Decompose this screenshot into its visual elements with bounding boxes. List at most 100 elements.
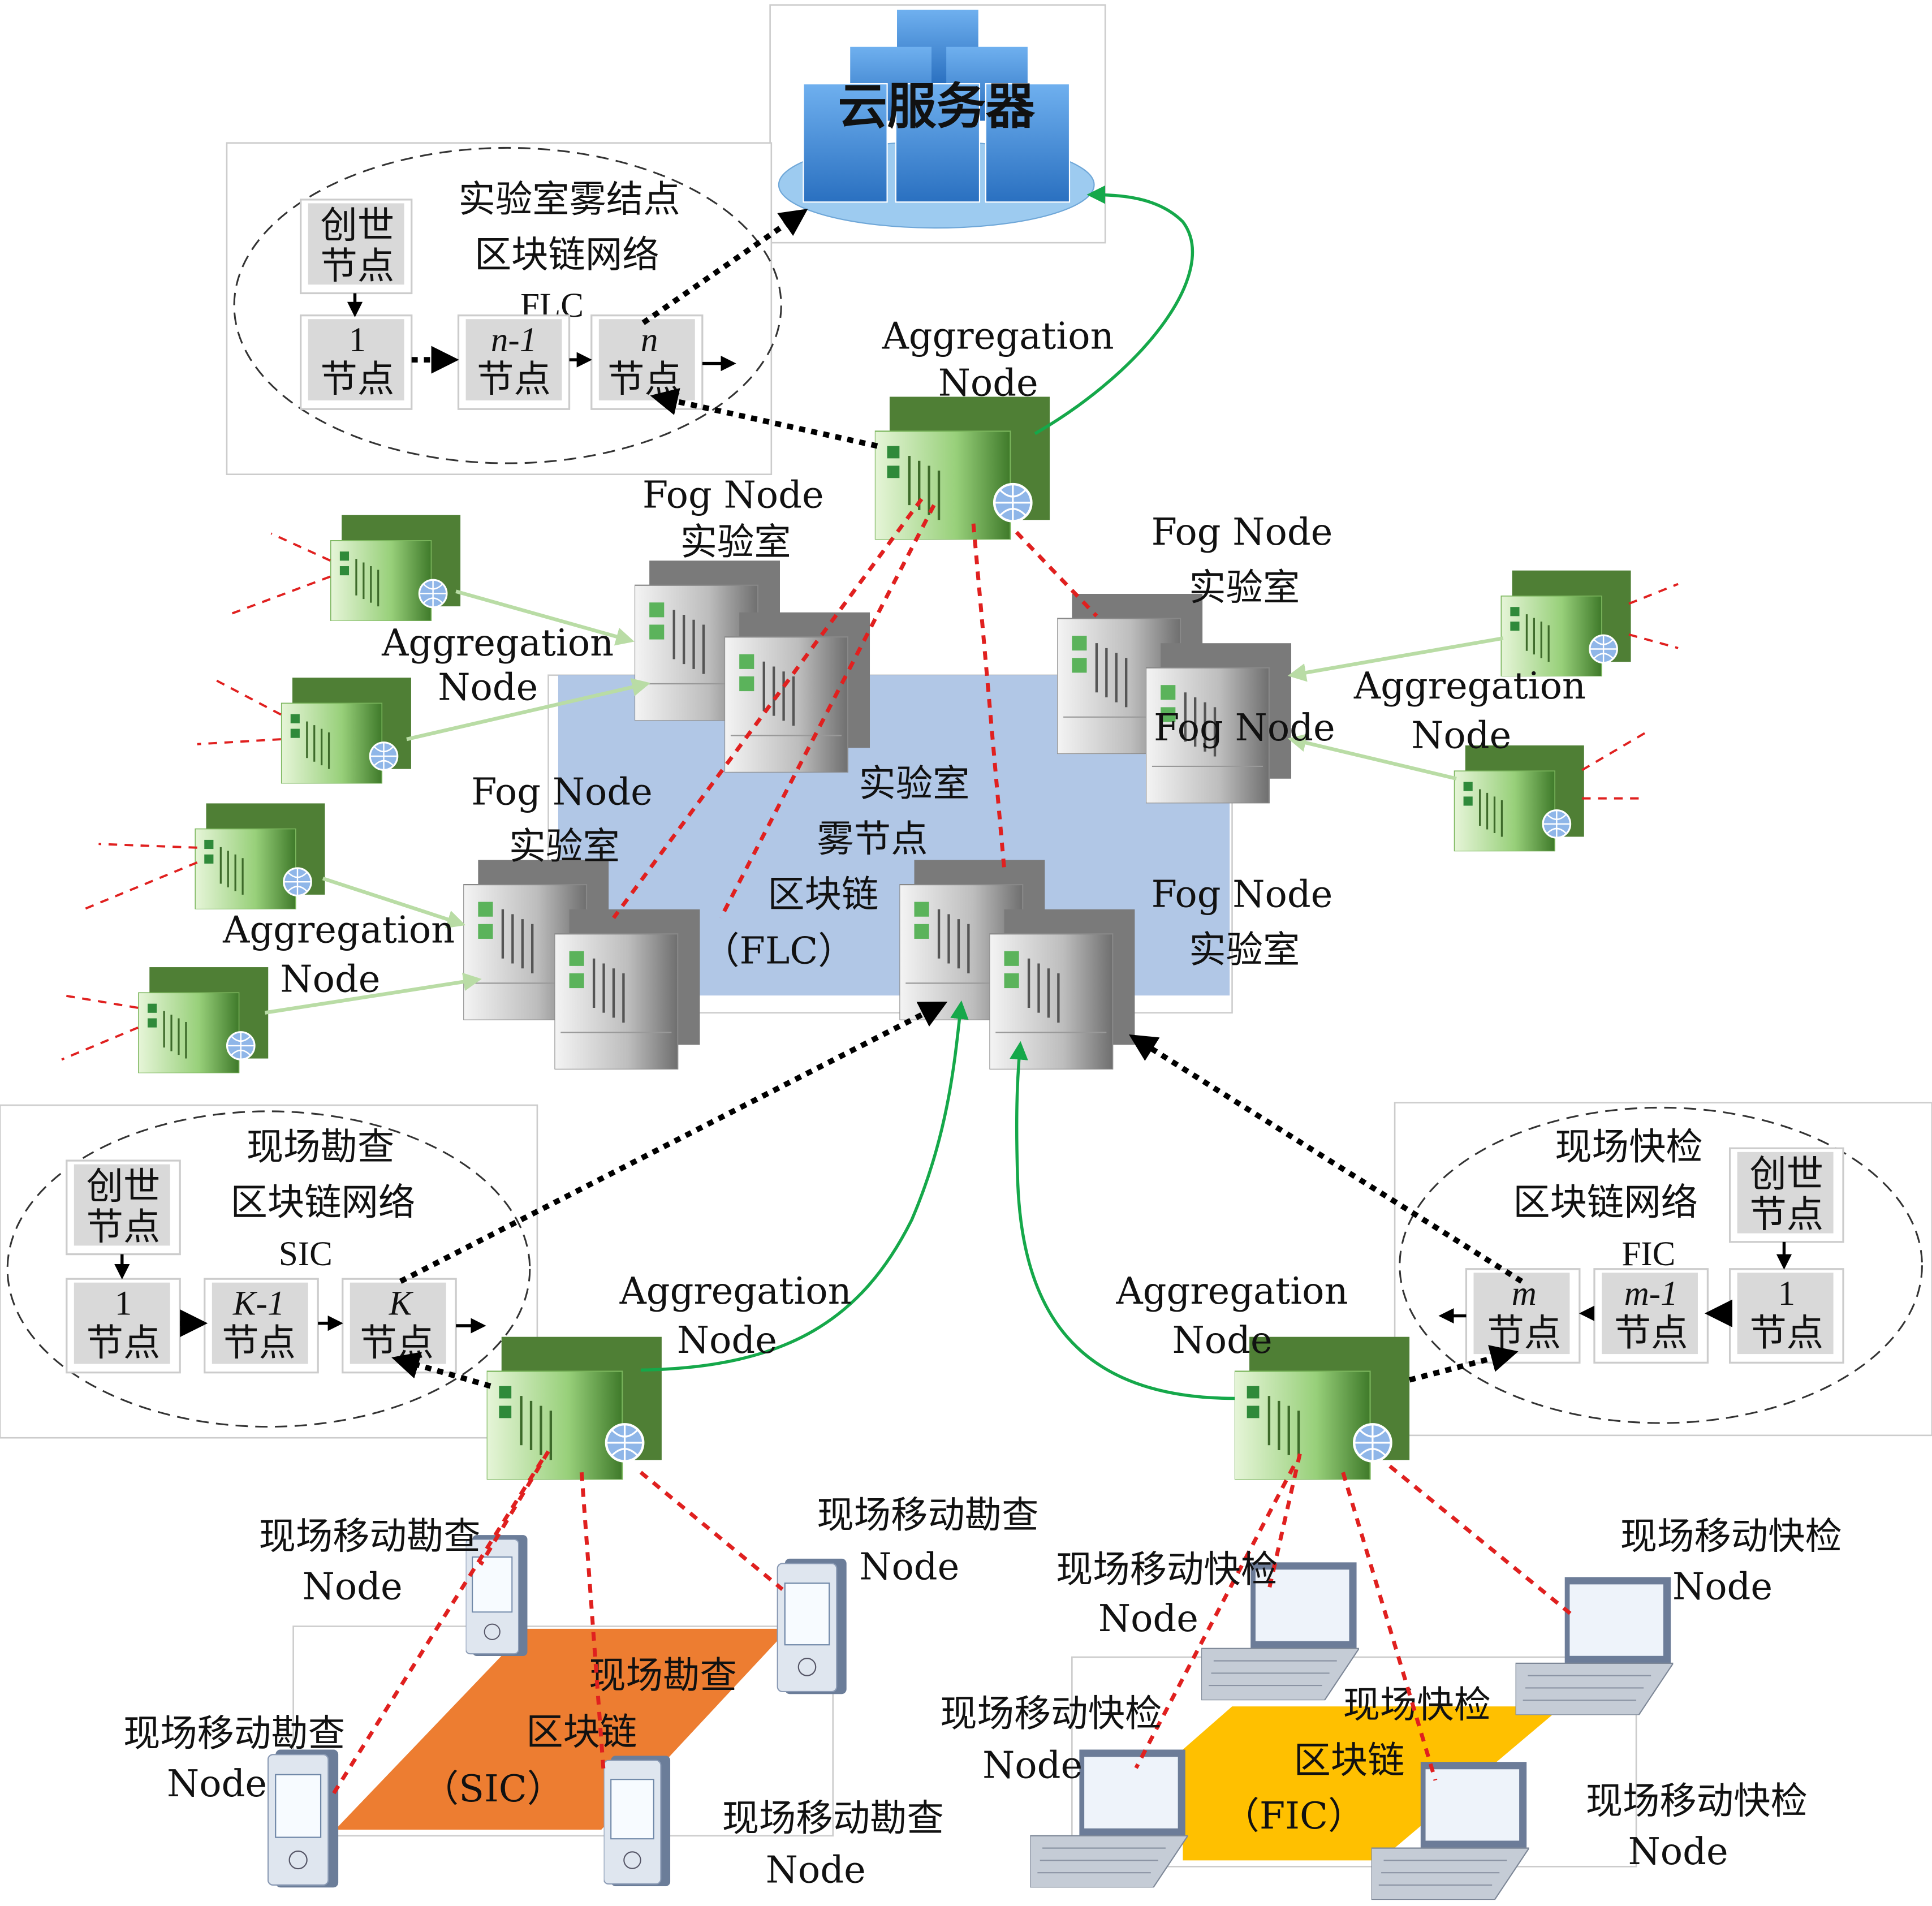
block-top: m-1 <box>1624 1275 1678 1313</box>
aggregation-node-icon[interactable] <box>281 678 412 784</box>
fic-block-m-1[interactable]: m-1节点 <box>1593 1268 1709 1364</box>
fic-chain-line-2: 区块链 <box>1293 1739 1404 1782</box>
sic-code: SIC <box>279 1235 333 1273</box>
flc-block-n[interactable]: n节点 <box>590 314 704 410</box>
block-top: 1 <box>1778 1275 1796 1313</box>
uplink-arrow <box>640 1000 969 1372</box>
block-bottom: 节点 <box>360 1321 434 1364</box>
mobile-quick-label: 现场移动快检 <box>1586 1780 1808 1823</box>
sic-block-1[interactable]: 1节点 <box>66 1278 181 1374</box>
chain-link-arrow <box>641 209 808 325</box>
node-label: Node <box>303 1566 403 1609</box>
mobile-phone-icon[interactable] <box>603 1756 671 1887</box>
block-bottom: 节点 <box>321 244 395 287</box>
lab-label: 实验室 <box>1189 928 1300 971</box>
mobile-phone-icon[interactable] <box>267 1749 339 1888</box>
mobile-survey-label: 现场移动勘查 <box>722 1797 944 1840</box>
flc-block-n-1[interactable]: n-1节点 <box>457 314 571 410</box>
mobile-phone-icon[interactable] <box>777 1558 847 1694</box>
fic-block-1[interactable]: 1节点 <box>1728 1268 1844 1364</box>
chain-link-arrow <box>1408 1345 1519 1383</box>
node-label: Node <box>1098 1597 1198 1640</box>
sic-block-k[interactable]: K节点 <box>342 1278 457 1374</box>
fic-block-m[interactable]: m节点 <box>1465 1268 1581 1364</box>
block-top: 1 <box>349 321 366 359</box>
fog-node-label: Fog Node <box>1152 873 1333 916</box>
lab-label: 实验室 <box>1189 566 1300 609</box>
node-label: Node <box>167 1762 267 1805</box>
fog-node-server-icon[interactable] <box>989 909 1135 1070</box>
uplink-arrow <box>1034 185 1194 435</box>
aggregation-label: Aggregation <box>222 908 455 951</box>
mobile-quick-label: 现场移动快检 <box>1056 1548 1278 1591</box>
server-icon <box>985 83 1071 203</box>
flc-title-2: 区块链网络 <box>475 234 659 277</box>
server-icon <box>895 83 981 203</box>
aggregation-node-icon[interactable] <box>1500 570 1632 676</box>
lab-label: 实验室 <box>509 825 620 868</box>
sic-title-2: 区块链网络 <box>231 1181 416 1224</box>
sic-chain-area: 现场勘查 区块链 （SIC） <box>292 1625 834 1837</box>
cloud-server: 云服务器 <box>769 4 1106 244</box>
cloud-label: 云服务器 <box>838 77 1035 135</box>
fog-node-server-icon[interactable] <box>554 909 700 1070</box>
fic-chain-line-3: （FIC） <box>1223 1795 1365 1838</box>
aggregation-node-icon[interactable] <box>330 515 461 621</box>
wireless-link <box>1015 531 1098 618</box>
fog-node-server-icon[interactable] <box>724 613 870 773</box>
laptop-icon[interactable] <box>1515 1577 1674 1715</box>
aggregation-node-icon[interactable] <box>1454 745 1585 852</box>
fog-node-label: Fog Node <box>471 771 653 814</box>
sic-title-1: 现场勘查 <box>247 1126 394 1168</box>
wireless-link <box>719 504 936 919</box>
node-label: Node <box>677 1319 777 1362</box>
block-bottom: 节点 <box>1614 1312 1688 1355</box>
chain-link-arrow <box>650 388 878 449</box>
fog-chain-line-4: （FLC） <box>702 930 855 973</box>
fog-node-label: Fog Node <box>642 474 824 517</box>
chain-link-arrow <box>391 1352 491 1389</box>
aggregation-node-icon[interactable] <box>875 396 1050 540</box>
node-label: Node <box>766 1849 866 1892</box>
aggregation-label: Aggregation <box>1353 665 1586 708</box>
node-label: Node <box>280 958 380 1001</box>
node-label: Node <box>938 361 1038 404</box>
block-top: n <box>641 321 658 359</box>
fog-node-label: Fog Node <box>1152 511 1333 554</box>
sic-chain-line-3: （SIC） <box>422 1767 564 1810</box>
node-label: Node <box>1411 714 1511 757</box>
mobile-quick-label: 现场移动快检 <box>1620 1515 1842 1558</box>
block-bottom: 节点 <box>222 1321 296 1364</box>
aggregation-node-icon[interactable] <box>487 1337 662 1480</box>
flc-title-1: 实验室雾结点 <box>459 178 680 221</box>
block-bottom: 节点 <box>1487 1312 1561 1355</box>
fic-title-2: 区块链网络 <box>1513 1181 1698 1224</box>
node-label: Node <box>859 1546 959 1589</box>
node-label: Node <box>982 1744 1083 1787</box>
lab-label: 实验室 <box>680 520 791 563</box>
wireless-link <box>612 498 924 919</box>
mobile-quick-label: 现场移动快检 <box>940 1692 1162 1735</box>
fic-code: FIC <box>1622 1235 1675 1273</box>
flc-block-1[interactable]: 1节点 <box>300 314 413 410</box>
block-top: 创世 <box>1749 1153 1823 1196</box>
sic-chain-line-1: 现场勘查 <box>589 1654 736 1697</box>
block-top: 创世 <box>87 1165 161 1208</box>
aggregation-node-icon[interactable] <box>195 803 326 909</box>
block-top: K-1 <box>232 1284 284 1322</box>
links <box>61 185 1679 1800</box>
mobile-survey-label: 现场移动勘查 <box>259 1515 481 1558</box>
aggregation-node-icon[interactable] <box>138 967 269 1073</box>
aggregation-label: Aggregation <box>381 622 614 665</box>
node-labels: Aggregation Node Fog Node 实验室 Fog Node 实… <box>123 314 1842 1891</box>
block-bottom: 节点 <box>607 358 682 401</box>
block-bottom: 节点 <box>87 1321 161 1364</box>
sic-block-k-1[interactable]: K-1节点 <box>204 1278 319 1374</box>
